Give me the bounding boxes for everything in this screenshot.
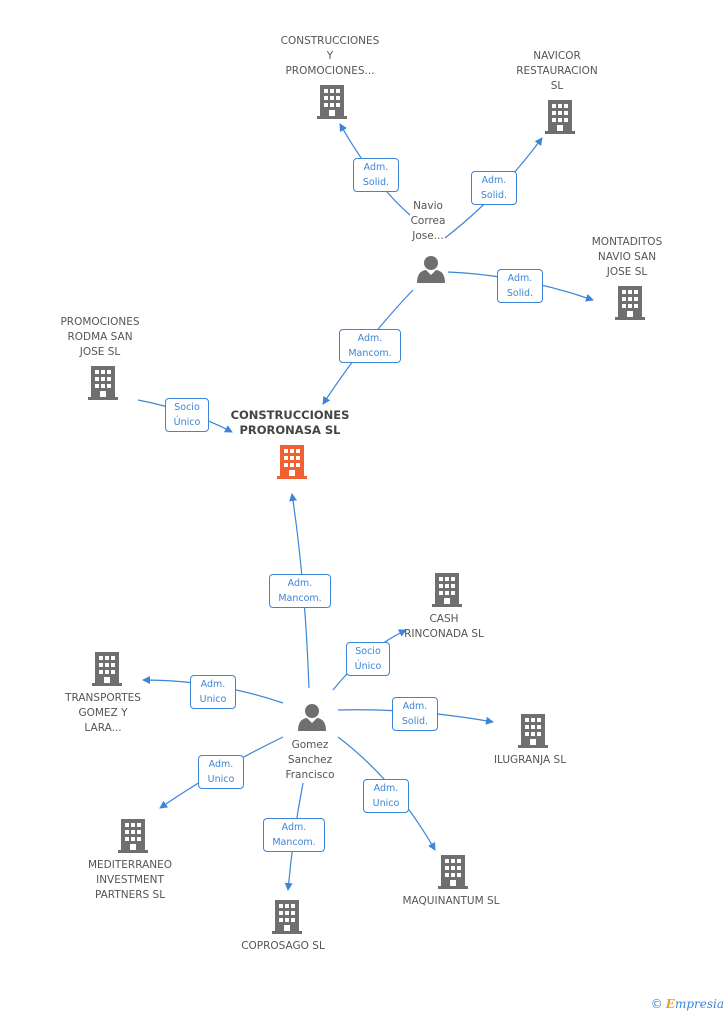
relation-badge[interactable]: Adm. Solid. <box>471 171 517 205</box>
building-icon[interactable] <box>431 573 463 607</box>
person-icon[interactable] <box>416 255 446 283</box>
node-label-navio-correa[interactable]: Navio Correa Jose... <box>410 200 446 242</box>
node-label-coprosago[interactable]: COPROSAGO SL <box>241 940 325 952</box>
relation-badge[interactable]: Adm. Mancom. <box>269 574 331 608</box>
node-label-gomez-sanchez[interactable]: Gomez Sanchez Francisco <box>285 739 335 781</box>
relation-badge[interactable]: Adm. Solid. <box>353 158 399 192</box>
node-label-cash-rinconada[interactable]: CASH RINCONADA SL <box>404 613 484 640</box>
empresia-logo: ©Empresia <box>651 997 724 1011</box>
node-label-navicor[interactable]: NAVICOR RESTAURACION SL <box>516 50 598 92</box>
building-icon[interactable] <box>117 819 149 853</box>
brand-initial: E <box>665 997 675 1011</box>
relation-badge[interactable]: Adm. Unico <box>190 675 236 709</box>
building-icon[interactable] <box>316 85 348 119</box>
building-icon[interactable] <box>517 714 549 748</box>
node-label-ilugranja[interactable]: ILUGRANJA SL <box>493 754 567 766</box>
relation-badge[interactable]: Adm. Solid. <box>392 697 438 731</box>
node-label-center-company[interactable]: CONSTRUCCIONES PRORONASA SL <box>230 408 350 437</box>
relation-badge[interactable]: Socio Único <box>346 642 390 676</box>
relation-badge[interactable]: Adm. Mancom. <box>339 329 401 363</box>
person-icon[interactable] <box>297 703 327 731</box>
building-icon[interactable] <box>544 100 576 134</box>
relation-badge[interactable]: Adm. Unico <box>198 755 244 789</box>
node-label-maquinantum[interactable]: MAQUINANTUM SL <box>402 895 500 907</box>
node-label-montaditos[interactable]: MONTADITOS NAVIO SAN JOSE SL <box>591 236 663 278</box>
node-label-mediterraneo[interactable]: MEDITERRANEO INVESTMENT PARTNERS SL <box>87 859 173 901</box>
building-icon[interactable] <box>87 366 119 400</box>
building-icon[interactable] <box>437 855 469 889</box>
focus-building-icon[interactable] <box>276 445 308 479</box>
relation-badge[interactable]: Adm. Solid. <box>497 269 543 303</box>
relation-badge[interactable]: Adm. Unico <box>363 779 409 813</box>
copyright-symbol: © <box>650 997 663 1011</box>
node-label-transportes[interactable]: TRANSPORTES GOMEZ Y LARA... <box>65 692 141 734</box>
relation-badge[interactable]: Adm. Mancom. <box>263 818 325 852</box>
node-label-promociones-rodma[interactable]: PROMOCIONES RODMA SAN JOSE SL <box>60 316 140 358</box>
building-icon[interactable] <box>271 900 303 934</box>
node-label-construcciones-y-promociones[interactable]: CONSTRUCCIONES Y PROMOCIONES... <box>280 35 380 77</box>
brand-rest: mpresia <box>674 997 724 1011</box>
building-icon[interactable] <box>91 652 123 686</box>
relation-badge[interactable]: Socio Único <box>165 398 209 432</box>
building-icon[interactable] <box>614 286 646 320</box>
